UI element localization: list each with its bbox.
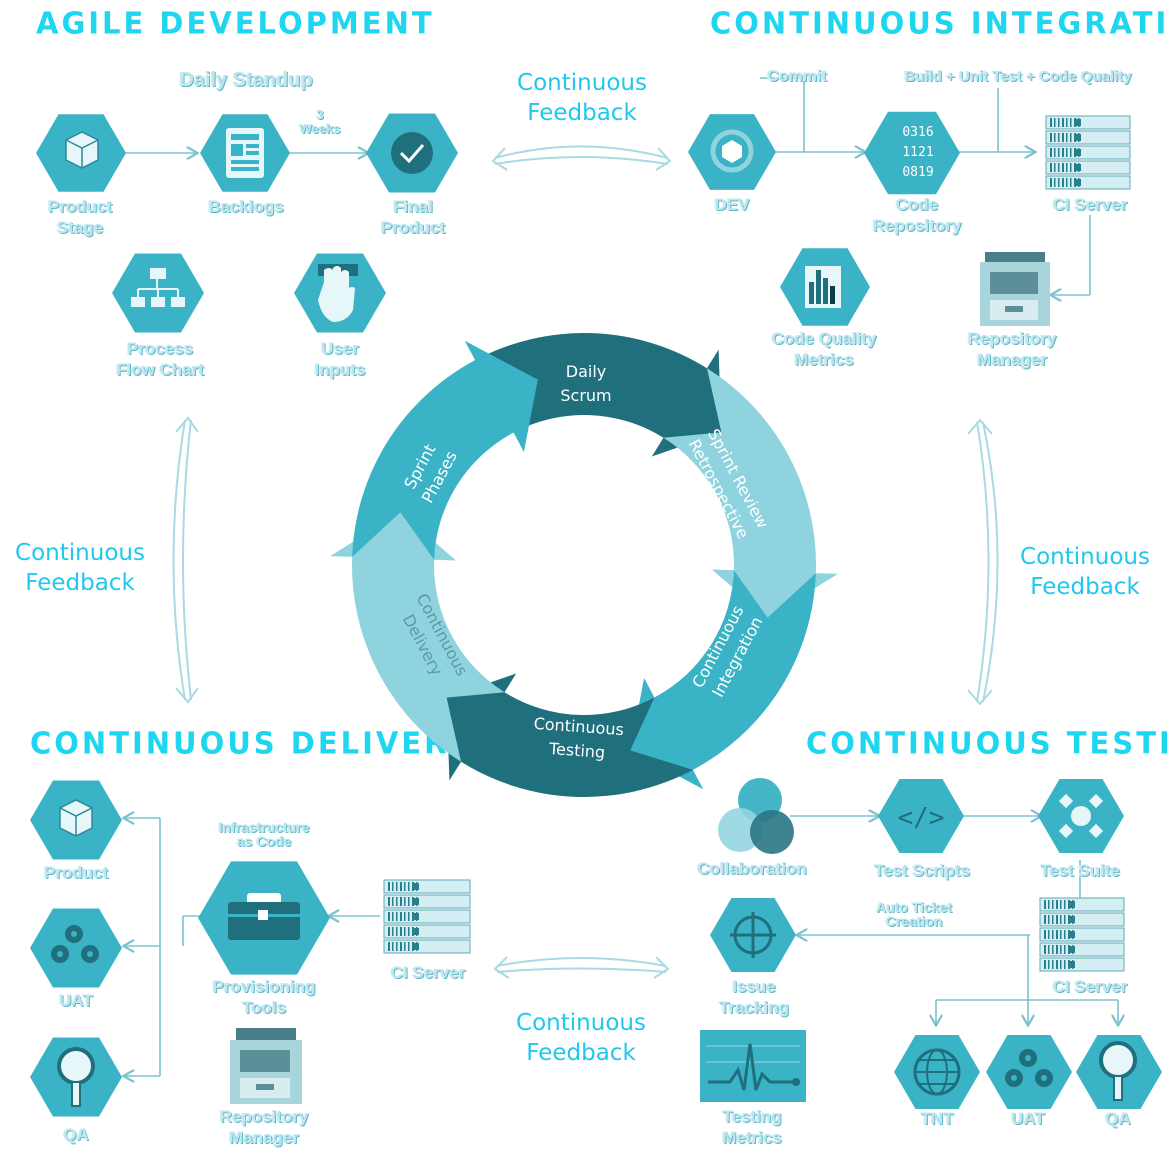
cycle-label-scrum: Scrum xyxy=(560,386,611,405)
ci-server-rack-icon xyxy=(1045,115,1131,190)
uat-gears-icon xyxy=(30,908,122,988)
cycle-segment-sprint-phases xyxy=(352,340,538,560)
continuous-delivery-title: CONTINUOUS DELIVERY xyxy=(30,725,472,761)
ci-server-rack-cd-icon xyxy=(383,879,471,954)
build-test-label: Build + Unit Test + Code Quality xyxy=(904,68,1132,85)
uat-cd-label: UAT xyxy=(59,991,93,1010)
cycle-segment-continuous-testing xyxy=(446,673,693,797)
collaboration-icon xyxy=(718,778,794,854)
cycle-label-ct-2: Testing xyxy=(547,739,605,762)
cycle-segment-daily-scrum xyxy=(475,332,722,457)
feedback-arrow-top xyxy=(491,145,672,171)
tnt-label: TNT xyxy=(920,1109,954,1128)
svg-text:1121: 1121 xyxy=(902,145,933,160)
repository-manager-cd-icon xyxy=(230,1028,302,1104)
sprint-cycle xyxy=(330,332,838,797)
cycle-label-daily: Daily xyxy=(566,362,606,381)
uat-ct-gears-icon xyxy=(986,1035,1072,1109)
product-label: Product xyxy=(43,863,109,882)
uat-ct-label: UAT xyxy=(1011,1109,1045,1128)
qa-cd-label: QA xyxy=(63,1125,89,1144)
continuous-integration-title: CONTINUOUS INTEGRATION xyxy=(710,5,1169,41)
dev-label: DEV xyxy=(714,195,750,214)
testing-metrics-icon xyxy=(700,1030,806,1102)
test-scripts-label: Test Scripts xyxy=(873,861,971,880)
feedback-arrow-right xyxy=(967,418,999,706)
collaboration-label: Collaboration xyxy=(697,859,807,878)
cycle-segment-sprint-review xyxy=(663,368,838,618)
cycle-segment-continuous-integration xyxy=(630,570,816,790)
feedback-arrow-left xyxy=(172,416,199,704)
backlogs-label: Backlogs xyxy=(208,197,284,216)
svg-text:</>: </> xyxy=(898,803,945,833)
qa-ct-label: QA xyxy=(1105,1109,1131,1128)
commit-label: Commit xyxy=(767,68,827,85)
svg-text:0316: 0316 xyxy=(902,125,933,140)
ci-server-ct-label: CI Server xyxy=(1052,977,1128,996)
agile-development-title: AGILE DEVELOPMENT xyxy=(36,5,435,41)
svg-text:0819: 0819 xyxy=(902,165,933,180)
feedback-arrow-bottom xyxy=(493,956,670,979)
daily-standup-label: Daily Standup xyxy=(179,69,313,91)
continuous-testing-title: CONTINUOUS TESTING xyxy=(806,725,1169,761)
ci-server-cd-label: CI Server xyxy=(390,963,466,982)
ci-server-label: CI Server xyxy=(1052,195,1128,214)
cycle-segment-continuous-delivery xyxy=(330,512,505,762)
repository-manager-ci-icon xyxy=(980,252,1050,326)
ci-server-rack-ct-icon xyxy=(1039,897,1125,972)
test-suite-label: Test Suite xyxy=(1040,861,1120,880)
